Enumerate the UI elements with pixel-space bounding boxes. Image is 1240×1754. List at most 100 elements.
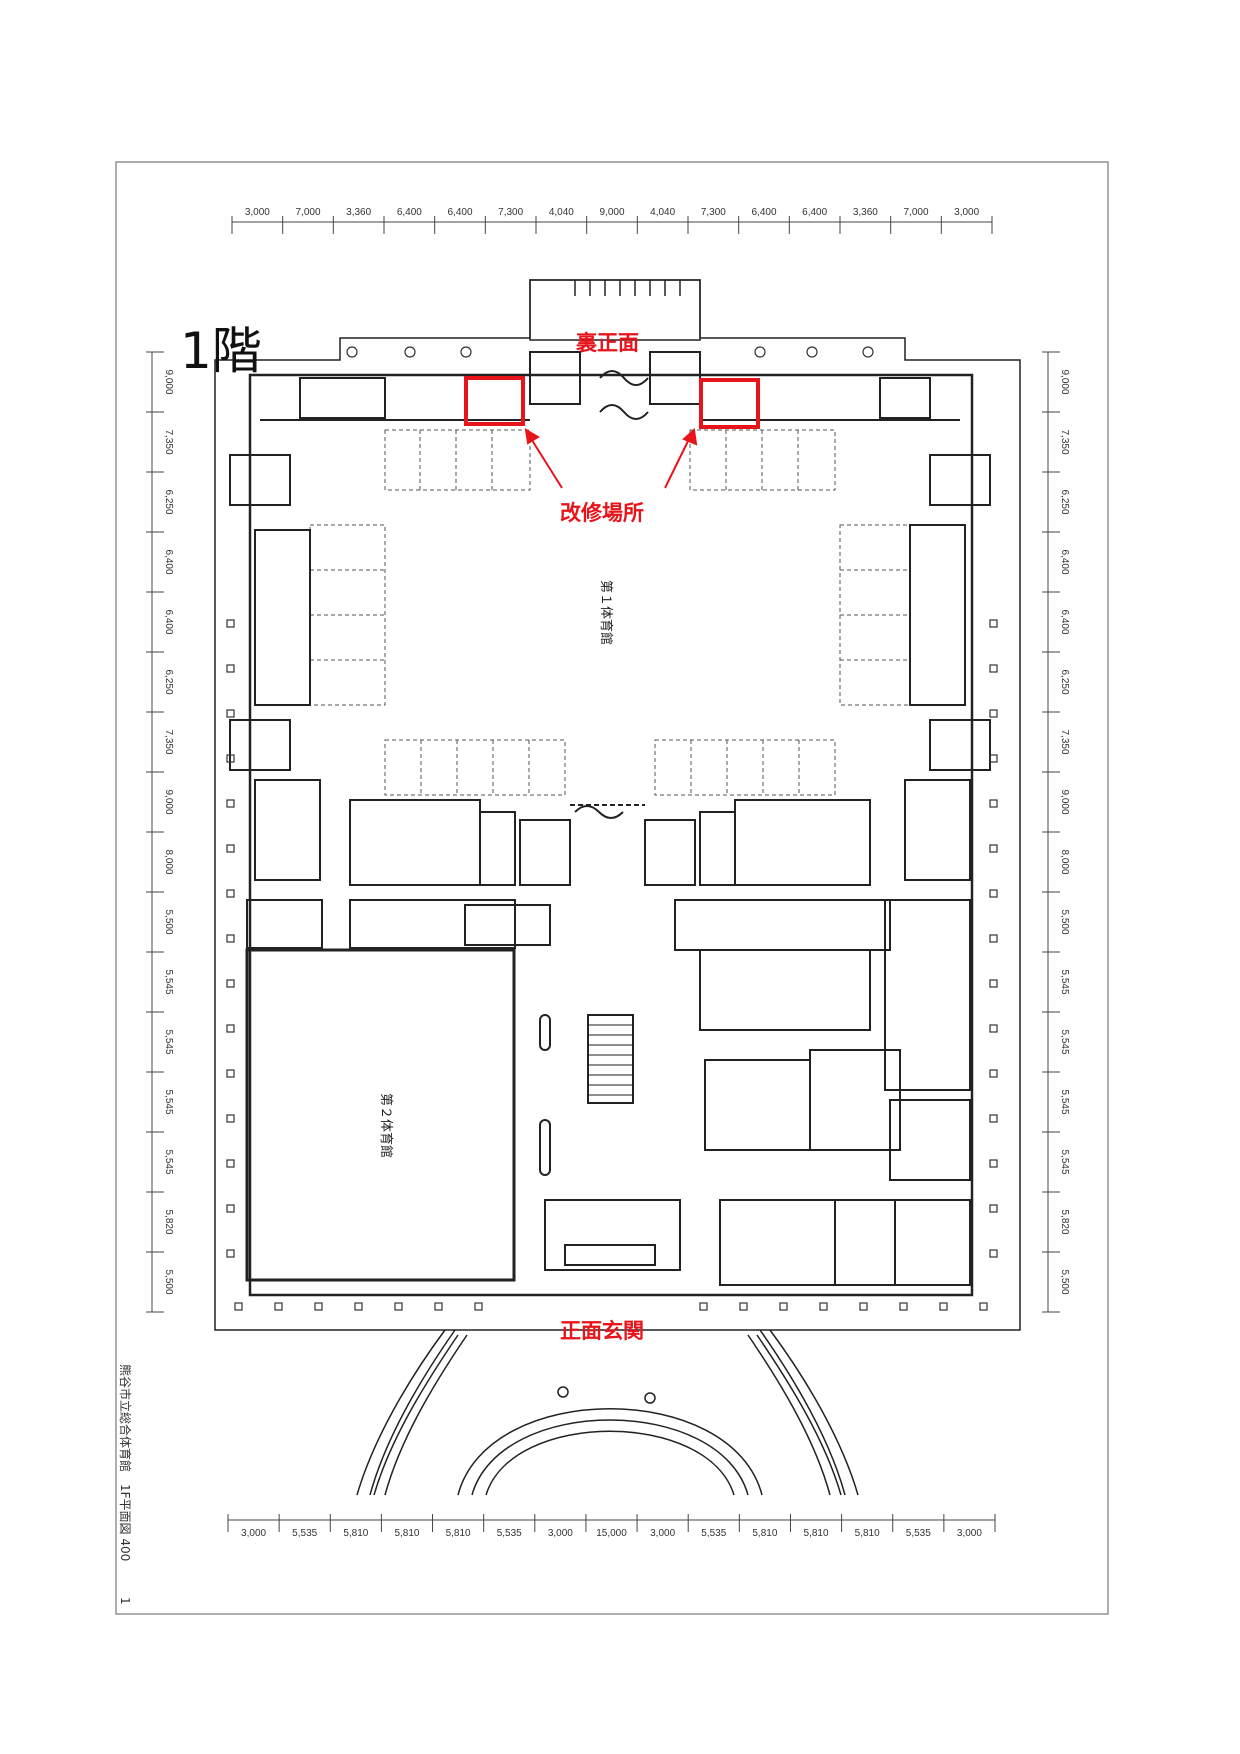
column-marker <box>314 1302 323 1311</box>
column-marker <box>234 1302 243 1311</box>
dimension-label: 3,000 <box>241 1528 266 1539</box>
gym2-hall <box>245 899 551 1282</box>
dimension-label: 5,535 <box>701 1528 726 1539</box>
dimension-label: 5,535 <box>906 1528 931 1539</box>
dimension-label: 5,545 <box>1059 1149 1070 1174</box>
dimension-label: 6,400 <box>802 207 827 218</box>
dimension-label: 5,545 <box>1059 969 1070 994</box>
dimension-label: 9,000 <box>1059 369 1070 394</box>
column-marker <box>226 754 235 763</box>
dimension-label: 5,500 <box>163 1269 174 1294</box>
back-facade-label: 裏正面 <box>575 331 639 355</box>
column-marker <box>989 1249 998 1258</box>
column-marker <box>989 1159 998 1168</box>
dimension-label: 5,545 <box>163 1089 174 1114</box>
dimension-label: 7,300 <box>498 207 523 218</box>
column-marker <box>226 1204 235 1213</box>
column-marker <box>460 346 472 358</box>
dimension-label: 9,000 <box>163 789 174 814</box>
dimension-label: 7,350 <box>163 429 174 454</box>
column-marker <box>474 1302 483 1311</box>
dimension-label: 5,545 <box>1059 1089 1070 1114</box>
dimension-label: 5,545 <box>1059 1029 1070 1054</box>
column-marker <box>989 1069 998 1078</box>
dimension-label: 6,250 <box>1059 669 1070 694</box>
column-marker <box>699 1302 708 1311</box>
dimension-label: 5,500 <box>1059 1269 1070 1294</box>
column-marker <box>779 1302 788 1311</box>
gym1-bleachers <box>309 429 911 796</box>
column-marker <box>862 346 874 358</box>
dimension-label: 7,350 <box>1059 729 1070 754</box>
dimension-column-left: 9,0007,3506,2506,4006,4006,2507,3509,000… <box>146 351 174 1313</box>
dimension-label: 5,810 <box>804 1528 829 1539</box>
column-marker <box>754 346 766 358</box>
middle-band-rooms <box>349 799 871 886</box>
page-border <box>115 161 1109 1615</box>
column-marker <box>989 799 998 808</box>
column-marker <box>226 664 235 673</box>
column-marker <box>346 346 358 358</box>
column-marker <box>404 346 416 358</box>
dimension-label: 3,360 <box>346 207 371 218</box>
dimension-label: 8,000 <box>1059 849 1070 874</box>
column-marker <box>989 664 998 673</box>
dimension-label: 5,810 <box>855 1528 880 1539</box>
dimension-label: 4,040 <box>650 207 675 218</box>
dimension-label: 6,250 <box>1059 489 1070 514</box>
gym2-label: 第２体育館 <box>378 1093 394 1158</box>
dimension-label: 5,810 <box>343 1528 368 1539</box>
column-marker <box>226 979 235 988</box>
renovation-site-label: 改修場所 <box>560 501 644 525</box>
dimension-label: 3,000 <box>548 1528 573 1539</box>
dimension-label: 3,000 <box>954 207 979 218</box>
column-marker <box>989 934 998 943</box>
north-wing-rooms <box>260 351 960 421</box>
renovation-box-right <box>699 378 760 429</box>
column-marker <box>989 1024 998 1033</box>
dimension-label: 8,000 <box>163 849 174 874</box>
column-marker <box>226 1114 235 1123</box>
column-marker <box>226 889 235 898</box>
renovation-arrows <box>524 428 698 489</box>
column-marker <box>434 1302 443 1311</box>
column-marker <box>226 934 235 943</box>
dimension-label: 3,360 <box>853 207 878 218</box>
renovation-box-left <box>464 376 525 426</box>
column-marker <box>989 619 998 628</box>
dimension-label: 6,400 <box>1059 549 1070 574</box>
column-marker <box>806 346 818 358</box>
dimension-label: 3,000 <box>650 1528 675 1539</box>
column-marker <box>226 1024 235 1033</box>
dimension-label: 9,000 <box>163 369 174 394</box>
column-marker <box>226 1249 235 1258</box>
perimeter-columns <box>226 346 998 1311</box>
column-marker <box>989 1204 998 1213</box>
dimension-label: 3,000 <box>957 1528 982 1539</box>
column-marker <box>989 979 998 988</box>
column-marker <box>859 1302 868 1311</box>
front-terraces <box>356 1329 859 1496</box>
front-entrance-label: 正面玄関 <box>560 1319 644 1343</box>
dimension-label: 5,545 <box>163 969 174 994</box>
dimension-label: 5,820 <box>1059 1209 1070 1234</box>
dimension-label: 6,400 <box>163 609 174 634</box>
dimension-label: 5,810 <box>446 1528 471 1539</box>
dimension-label: 7,000 <box>295 207 320 218</box>
column-marker <box>979 1302 988 1311</box>
dimension-label: 7,350 <box>1059 429 1070 454</box>
column-marker <box>226 844 235 853</box>
back-facade-wing <box>529 279 701 341</box>
column-marker <box>394 1302 403 1311</box>
column-marker <box>939 1302 948 1311</box>
column-marker <box>989 844 998 853</box>
column-marker <box>226 619 235 628</box>
dimension-label: 3,000 <box>245 207 270 218</box>
dimension-label: 5,545 <box>163 1029 174 1054</box>
column-marker <box>226 799 235 808</box>
dimension-label: 5,810 <box>752 1528 777 1539</box>
dimension-label: 9,000 <box>599 207 624 218</box>
